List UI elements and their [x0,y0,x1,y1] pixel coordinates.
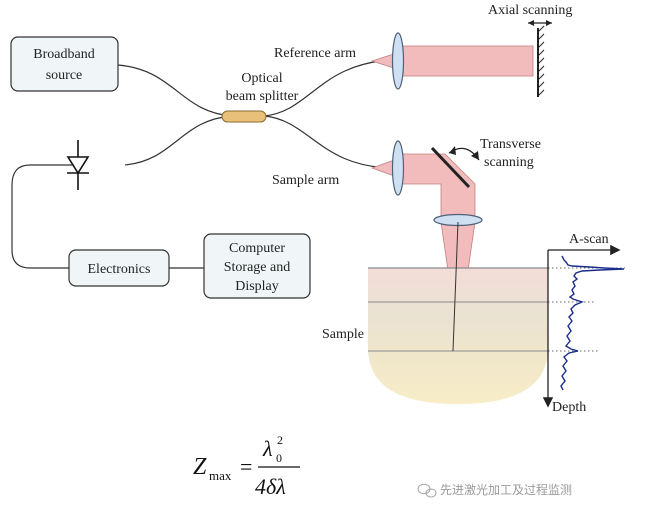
reference-arm-label: Reference arm [274,46,356,61]
computer-label-line3: Display [235,279,279,294]
fiber-splitter-to-sample-arm [263,115,396,169]
sample-label: Sample [322,327,364,342]
fiber-source-to-splitter [117,64,233,117]
computer-label-line1: Computer [229,241,285,256]
scanning-mirror [430,146,471,189]
a-scan-signal-trace [560,255,625,391]
a-scan-axes [542,244,621,408]
watermark-text: 先进激光加工及过程监测 [440,482,572,497]
transverse-scanning-label-line2: scanning [484,155,534,170]
fiber-splitter-to-reference-arm [263,59,396,117]
electronics-box: Electronics [68,249,170,287]
axial-range-formula: Z max = λ 0 2 4δλ [193,433,300,499]
a-scan-label: A-scan [569,232,609,247]
sample-tissue [368,267,548,404]
watermark: 先进激光加工及过程监测 [417,482,572,498]
computer-storage-display-box: Computer Storage and Display [203,233,311,299]
axial-scanning-arrow-icon [528,20,552,26]
formula-numerator-subscript: 0 [276,451,282,465]
sample-arm-label: Sample arm [272,173,339,188]
axial-scanning-label: Axial scanning [488,3,572,18]
broadband-source-label-line2: source [46,68,83,83]
optical-fibers [11,59,396,269]
computer-label-line2: Storage and [224,260,290,275]
formula-equals: = [240,454,252,479]
wechat-logo-icon [417,483,437,498]
splitter-label-line2: beam splitter [226,89,299,104]
wire-detector-to-electronics [11,164,78,269]
beam-focus-line [452,221,459,352]
formula-lhs-symbol: Z [193,454,207,480]
depth-label: Depth [552,400,586,415]
photodiode-icon [66,140,90,190]
beam-splitter-coupler [221,110,267,123]
depth-guide-lines [548,267,625,352]
formula-numerator-superscript: 2 [277,433,283,447]
broadband-source-box: Broadband source [10,36,119,92]
transverse-arrow-head-left [449,146,456,155]
splitter-label-line1: Optical [241,71,282,86]
formula-numerator-symbol: λ [262,436,273,461]
formula-lhs-subscript: max [209,468,232,483]
formula-denominator: 4δλ [255,474,286,499]
electronics-label: Electronics [88,262,151,277]
broadband-source-label-line1: Broadband [33,47,94,62]
transverse-scanning-label-line1: Transverse [480,137,541,152]
fiber-detector-to-splitter [124,115,233,166]
reference-lens [391,32,405,90]
transverse-arrow-head-right [471,151,479,160]
reference-arm-beam [370,45,534,77]
sample-lens [391,140,405,196]
reference-mirror [537,25,545,97]
